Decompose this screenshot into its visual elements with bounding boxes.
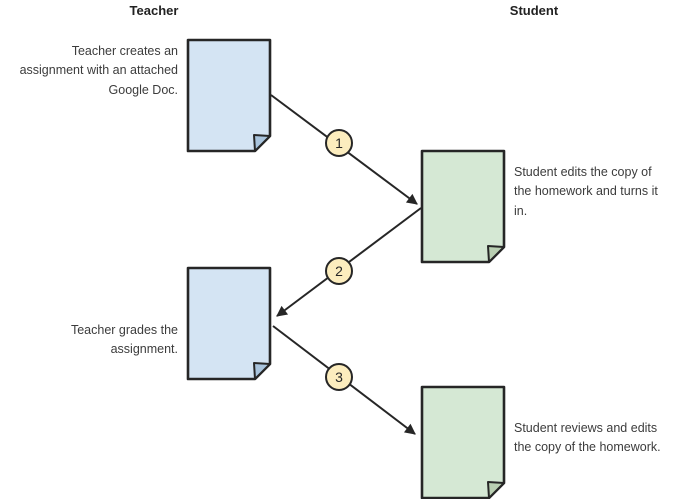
document-student-copy	[420, 149, 506, 264]
document-fold-corner	[487, 245, 505, 263]
arrow-step-2	[276, 207, 422, 317]
caption-student-reviews: Student reviews and edits the copy of th…	[514, 419, 694, 458]
step-badge-3: 3	[325, 363, 353, 391]
document-fold-corner	[487, 481, 505, 499]
step-number: 2	[335, 263, 343, 279]
caption-student-edits: Student edits the copy of the homework a…	[514, 163, 694, 221]
caption-line: Google Doc.	[108, 82, 178, 97]
caption-line: Student edits the copy of	[514, 165, 652, 179]
caption-line: Teacher creates an	[71, 44, 178, 58]
step-badge-circle	[325, 257, 353, 285]
caption-line: the homework and turns it	[514, 184, 658, 199]
step-badge-1: 1	[325, 129, 353, 157]
caption-teacher-creates: Teacher creates an assignment with an at…	[8, 42, 178, 100]
document-teacher-graded	[186, 266, 272, 381]
column-header-student: Student	[509, 3, 559, 18]
caption-line: assignment with an attached	[19, 63, 178, 78]
step-number: 3	[335, 369, 343, 385]
caption-line: Student reviews and edits	[514, 421, 658, 435]
caption-line: assignment.	[110, 342, 178, 357]
step-number: 1	[335, 135, 343, 151]
document-teacher-assignment	[186, 38, 272, 153]
step-badge-circle	[325, 363, 353, 391]
step-badge-2: 2	[325, 257, 353, 285]
arrow-step-1	[270, 94, 418, 205]
column-header-teacher: Teacher	[129, 3, 179, 18]
document-fold-corner	[253, 134, 271, 152]
caption-line: the copy of the homework.	[514, 440, 661, 455]
caption-teacher-grades: Teacher grades the assignment.	[8, 321, 178, 360]
caption-line: in.	[514, 203, 528, 218]
document-student-review	[420, 385, 506, 499]
arrow-step-3	[272, 325, 416, 435]
caption-line: Teacher grades the	[70, 323, 178, 337]
document-fold-corner	[253, 362, 271, 380]
step-badge-circle	[325, 129, 353, 157]
